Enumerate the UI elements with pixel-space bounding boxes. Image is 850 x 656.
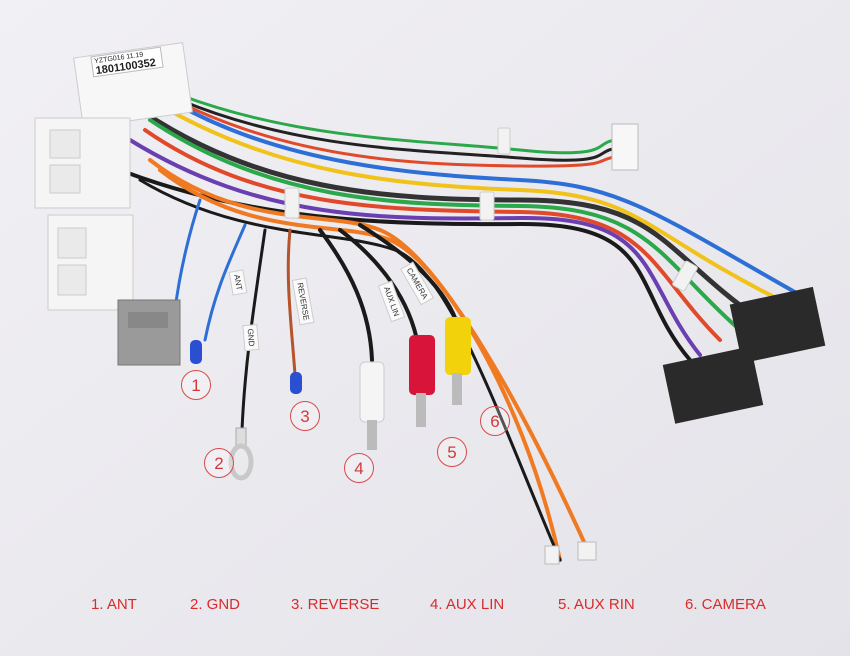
- legend-item-ant: 1. ANT: [91, 596, 137, 613]
- legend-item-aux-rin: 5. AUX RIN: [558, 596, 635, 613]
- legend-item-aux-lin: 4. AUX LIN: [430, 596, 505, 613]
- callout-1: 1: [181, 370, 211, 400]
- legend-item-gnd: 2. GND: [190, 596, 241, 613]
- callout-6: 6: [480, 406, 510, 436]
- white-connector-top: [73, 42, 193, 128]
- callout-2: 2: [204, 448, 234, 478]
- callout-3: 3: [290, 401, 320, 431]
- callout-5: 5: [437, 437, 467, 467]
- tag-gnd: GND: [242, 324, 260, 351]
- callout-4: 4: [344, 453, 374, 483]
- legend-item-reverse: 3. REVERSE: [291, 596, 380, 613]
- legend-item-camera: 6. CAMERA: [685, 596, 766, 613]
